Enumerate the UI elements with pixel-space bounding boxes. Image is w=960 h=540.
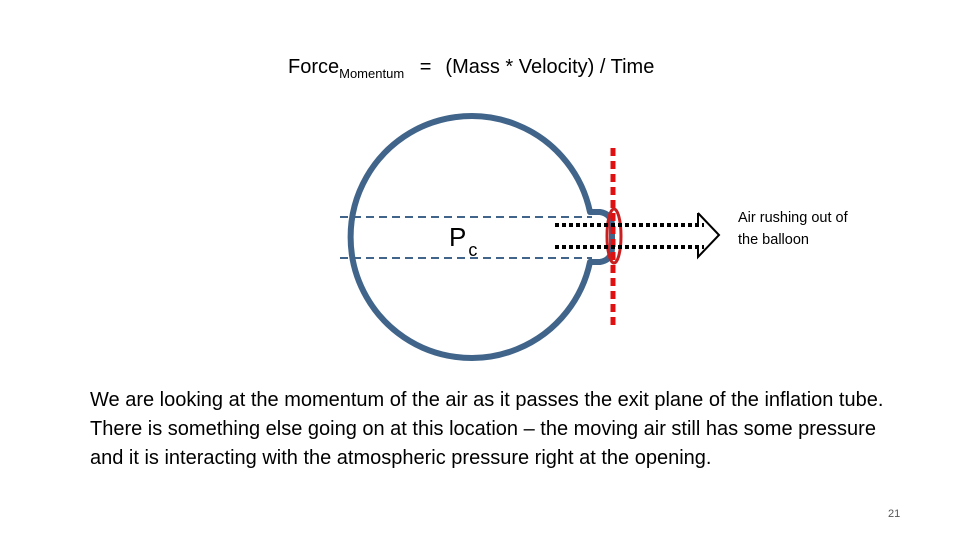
formula: ForceMomentum = (Mass * Velocity) / Time xyxy=(288,56,655,81)
air-rushing-label: Air rushing out of the balloon xyxy=(738,210,848,248)
formula-equals: = xyxy=(419,56,432,78)
formula-lhs: Force xyxy=(288,56,340,78)
pressure-label-subscript: c xyxy=(468,240,478,260)
air-arrow-head xyxy=(697,212,721,260)
slide-number: 21 xyxy=(888,508,901,520)
explanation-paragraph: We are looking at the momentum of the ai… xyxy=(90,389,884,469)
balloon-outline xyxy=(347,113,615,361)
pressure-label-main: P xyxy=(449,222,467,252)
formula-rhs: (Mass * Velocity) / Time xyxy=(445,56,655,78)
formula-lhs-subscript: Momentum xyxy=(339,66,405,81)
exit-opening-ellipse xyxy=(605,207,623,265)
